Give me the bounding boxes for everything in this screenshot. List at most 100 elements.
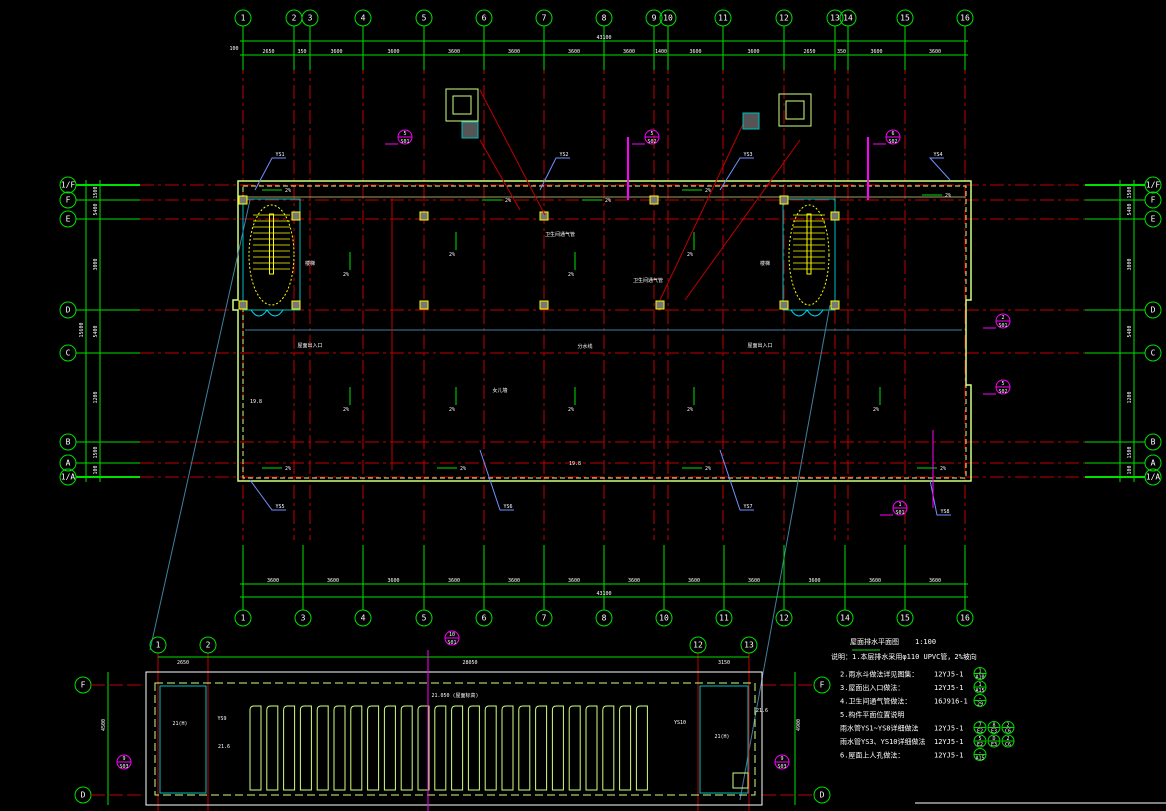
axis-bubble-icon bbox=[655, 609, 673, 627]
axis-bubble-icon bbox=[1144, 176, 1162, 194]
ref-number: - bbox=[978, 696, 981, 702]
ref-number: 8 bbox=[992, 723, 995, 729]
span-dim-bottom: 3600 bbox=[327, 578, 339, 584]
pipe-leader bbox=[539, 157, 570, 191]
column bbox=[779, 195, 789, 205]
slope-label: 2% bbox=[687, 407, 693, 413]
skylight-panel bbox=[467, 705, 480, 791]
span-dim-top: 3600 bbox=[747, 49, 759, 55]
detail-dim: 3150 bbox=[718, 660, 730, 666]
axis-label-top: 9 bbox=[652, 14, 657, 23]
axis-bubble-icon bbox=[740, 636, 758, 654]
door-swing-icon bbox=[250, 309, 284, 317]
slope-label: 2% bbox=[605, 198, 611, 204]
skylight-panel bbox=[299, 705, 312, 791]
axis-label-bottom: 1 bbox=[241, 614, 246, 623]
axis-bubble-icon bbox=[415, 9, 433, 27]
axis-bubble-icon bbox=[1144, 454, 1162, 472]
detail-room bbox=[159, 685, 207, 794]
detail-dim: 28050 bbox=[462, 660, 477, 666]
pipe-leader bbox=[719, 449, 754, 511]
slope-label: 2% bbox=[343, 272, 349, 278]
span-dim-top: 3600 bbox=[387, 49, 399, 55]
room-level: 21(H) bbox=[172, 721, 187, 727]
slope-label: 2% bbox=[568, 407, 574, 413]
ref-sheet: S01 bbox=[447, 640, 456, 646]
axis-bubble-icon bbox=[1144, 210, 1162, 228]
parapet-inner-dashed bbox=[242, 185, 967, 479]
span-dim-right: 1500 bbox=[1127, 446, 1133, 458]
side-level: 21.6 bbox=[218, 744, 230, 750]
slope-label: 2% bbox=[940, 466, 946, 472]
leader-line bbox=[659, 119, 746, 301]
ref-sheet: S03 bbox=[777, 764, 786, 770]
skylight-panel bbox=[249, 705, 262, 791]
axis-label-bottom: 4 bbox=[361, 614, 366, 623]
axis-label-bottom: 7 bbox=[542, 614, 547, 623]
column bbox=[539, 300, 549, 310]
ref-number: 1 bbox=[898, 502, 901, 508]
axis-bubble-icon bbox=[896, 9, 914, 27]
span-dim-bottom: 3600 bbox=[508, 578, 520, 584]
span-dim-top: 3600 bbox=[568, 49, 580, 55]
axis-bubble-icon bbox=[535, 9, 553, 27]
slope-label: 2% bbox=[460, 466, 466, 472]
ref-sheet: S01 bbox=[400, 139, 409, 145]
axis-bubble-icon bbox=[59, 433, 77, 451]
axis-bubble-icon bbox=[826, 9, 844, 27]
axis-label-bottom: 12 bbox=[779, 614, 789, 623]
axis-label-top: 8 bbox=[602, 14, 607, 23]
axis-bubble-icon bbox=[475, 609, 493, 627]
axis-bubble-icon bbox=[234, 9, 252, 27]
column bbox=[238, 195, 248, 205]
axis-bubble-icon bbox=[1144, 191, 1162, 209]
ref-sheet: A15 bbox=[975, 756, 984, 762]
axis-label-top: 11 bbox=[718, 14, 728, 23]
skylight-panel bbox=[417, 705, 430, 791]
ref-number: 5 bbox=[978, 736, 981, 742]
span-dim-bottom: 3600 bbox=[808, 578, 820, 584]
axis-bubble-icon bbox=[59, 191, 77, 209]
axis-label-left: 1/F bbox=[61, 181, 76, 190]
ref-sheet: S02 bbox=[998, 389, 1007, 395]
span-dim-bottom: 3600 bbox=[869, 578, 881, 584]
axis-bubble-icon bbox=[813, 786, 831, 804]
span-dim-bottom: 3600 bbox=[929, 578, 941, 584]
stair-label: 楼梯 bbox=[760, 260, 770, 267]
axis-label-bottom: 8 bbox=[602, 614, 607, 623]
span-dim-bottom: 3600 bbox=[448, 578, 460, 584]
note-ref: 12YJ5-1 bbox=[934, 684, 964, 692]
span-dim-right: 1200 bbox=[1127, 391, 1133, 403]
span-dim-bottom: 3600 bbox=[267, 578, 279, 584]
ref-sheet: C6 bbox=[1005, 729, 1011, 735]
pipe-label: YS2 bbox=[559, 152, 568, 158]
ref-number: 9 bbox=[122, 756, 125, 762]
skylight-panel bbox=[535, 705, 548, 791]
note-ref: 12YJ5-1 bbox=[934, 752, 964, 760]
span-dim-bottom: 3600 bbox=[387, 578, 399, 584]
axis-bubble-icon bbox=[149, 636, 167, 654]
ref-sheet: E3 bbox=[991, 729, 997, 735]
column bbox=[419, 300, 429, 310]
detail-dim: 2650 bbox=[177, 660, 189, 666]
skylight-panel bbox=[400, 705, 413, 791]
axis-label-left: B bbox=[66, 438, 71, 447]
room-level: 21(H) bbox=[714, 734, 729, 740]
axis-bubble-icon bbox=[294, 609, 312, 627]
axis-label-right: A bbox=[1151, 459, 1156, 468]
ref-sheet: S01 bbox=[895, 510, 904, 516]
slope-label: 2% bbox=[285, 466, 291, 472]
axis-bubble-icon bbox=[59, 301, 77, 319]
ref-sheet: E2 bbox=[977, 742, 983, 748]
pipe-label: YS9 bbox=[217, 716, 226, 722]
ref-number: 7 bbox=[978, 723, 981, 729]
axis-label-bottom: 6 bbox=[482, 614, 487, 623]
roof-hatch-icon bbox=[732, 772, 749, 789]
skylight-panel bbox=[451, 705, 464, 791]
slope-label: 2% bbox=[873, 407, 879, 413]
ref-sheet: S01 bbox=[998, 323, 1007, 329]
ref-sheet: S02 bbox=[888, 139, 897, 145]
skylight-panel bbox=[585, 705, 598, 791]
pipe-leader bbox=[479, 449, 514, 511]
